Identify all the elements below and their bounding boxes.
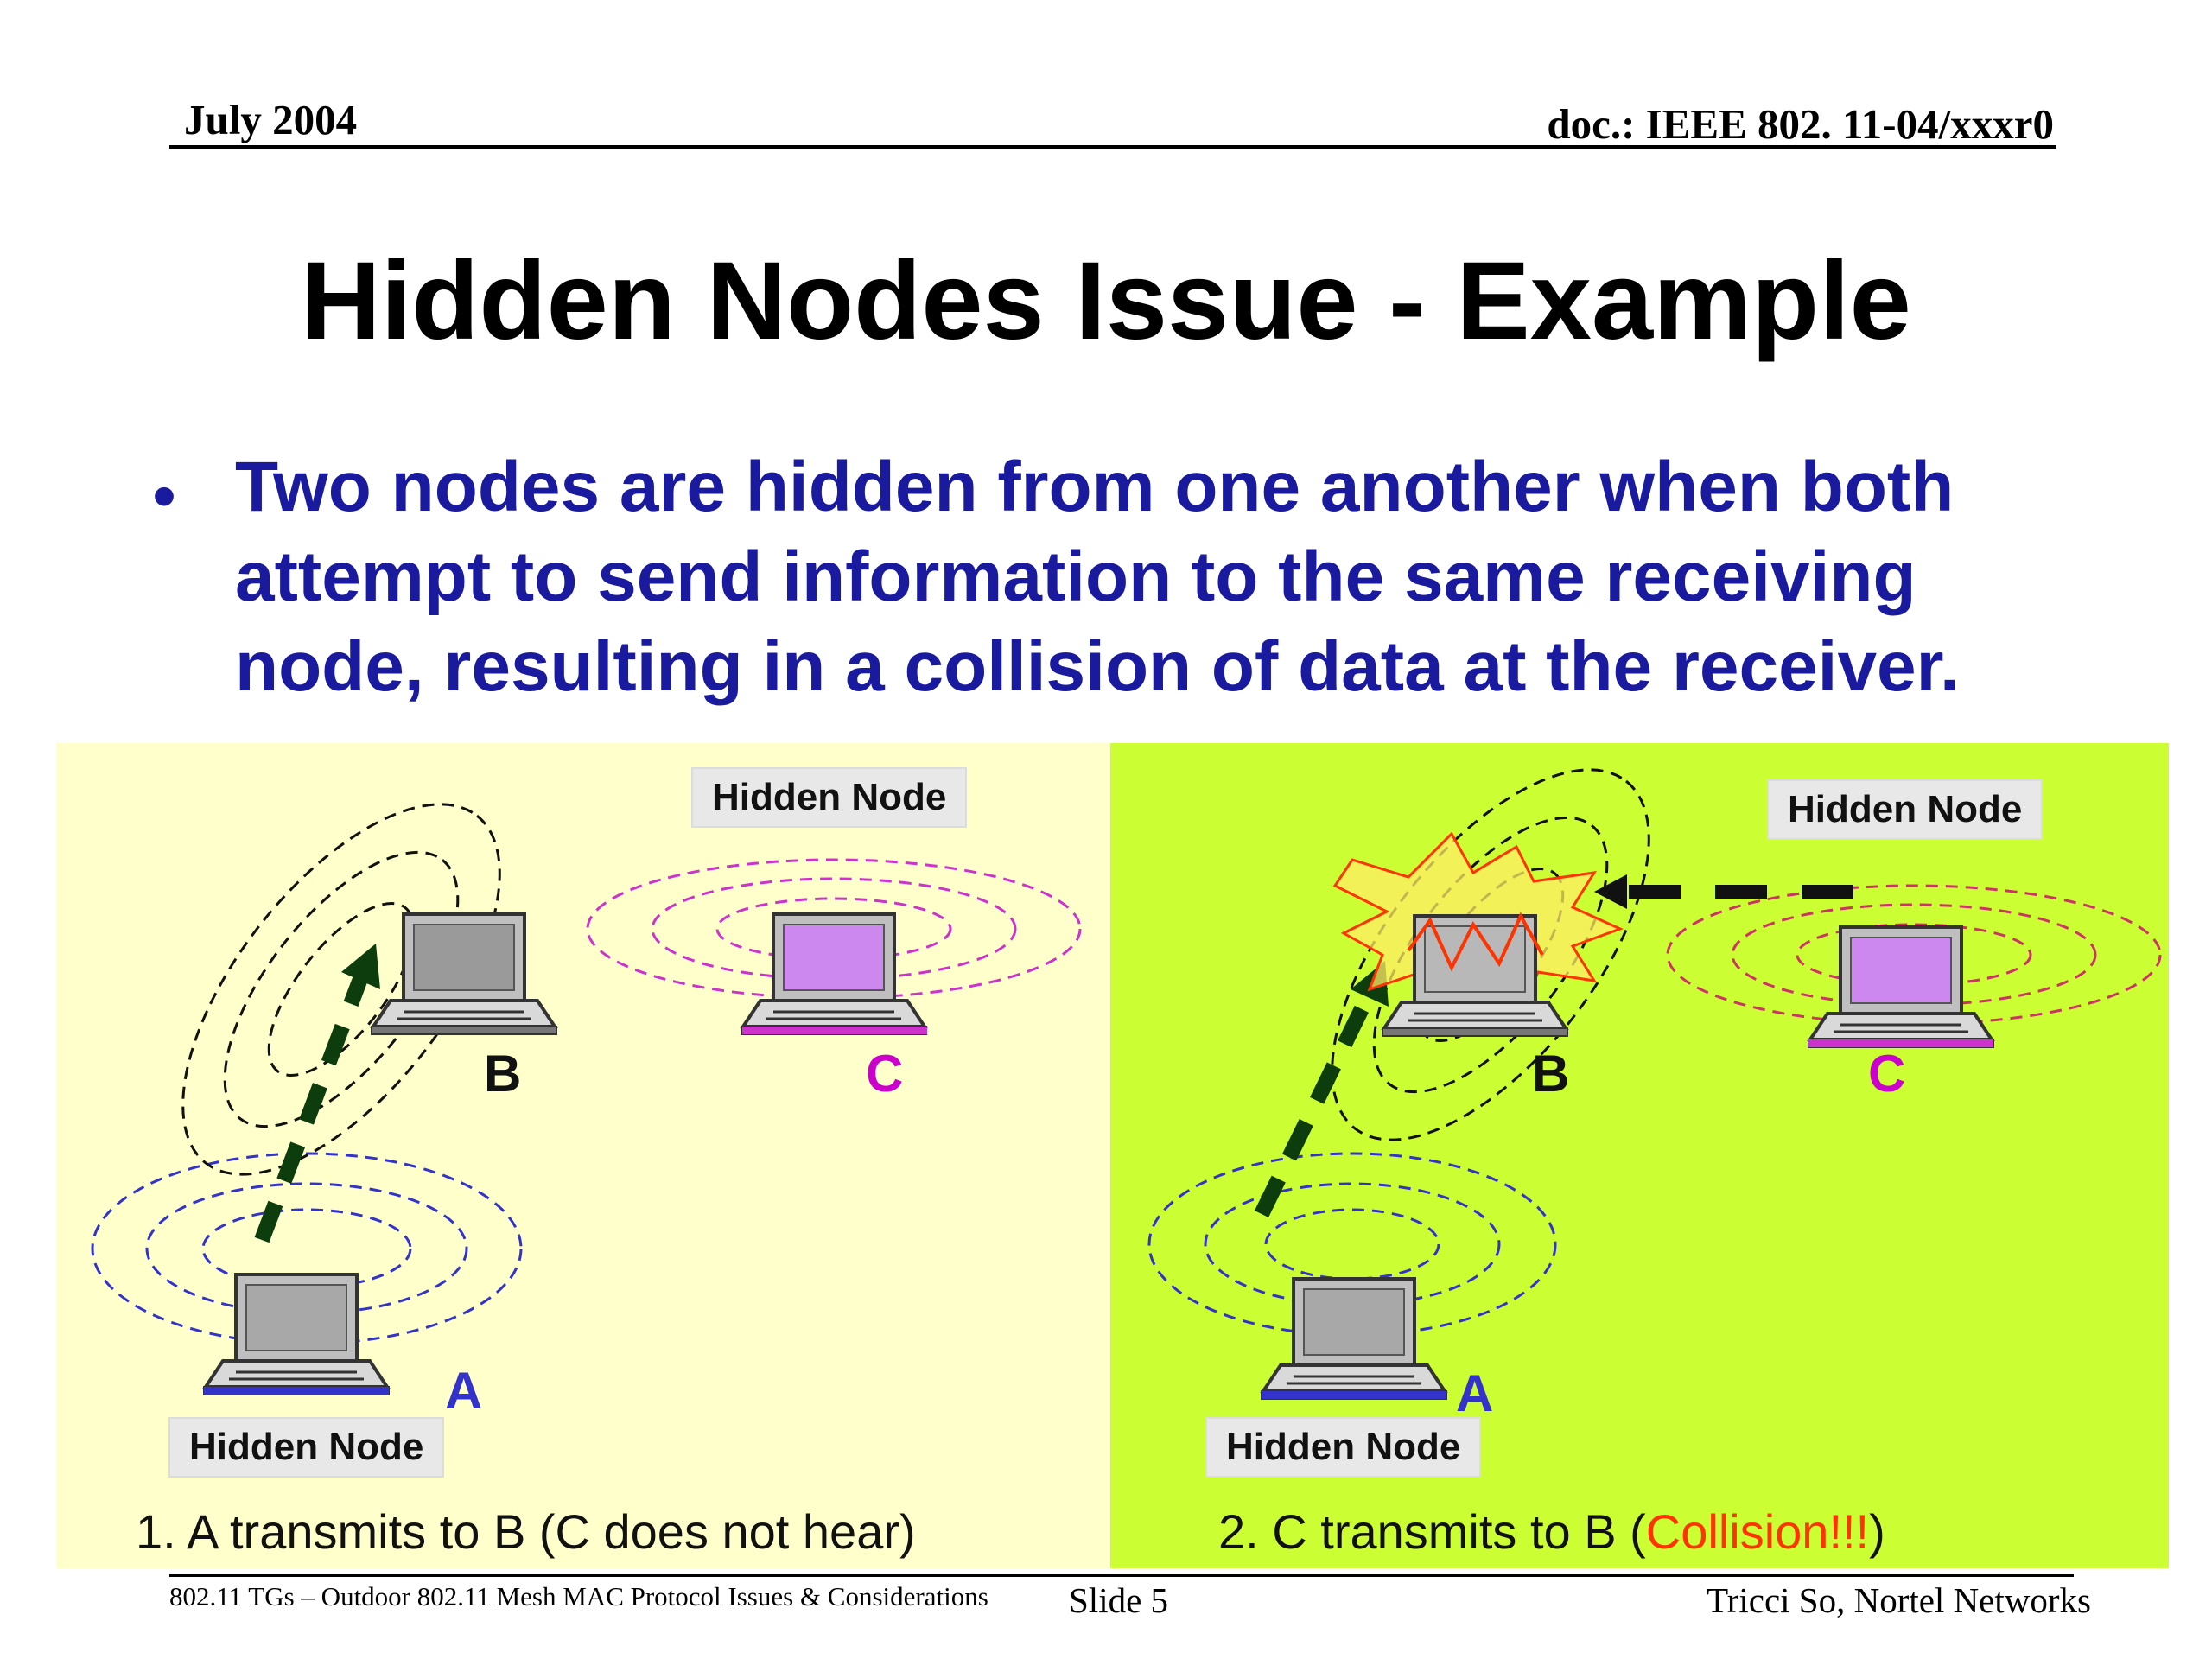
laptop-a-trim (204, 1387, 389, 1395)
node-label-a: A (1456, 1364, 1494, 1422)
node-label-a: A (445, 1362, 483, 1420)
laptop-c-icon (740, 912, 928, 1036)
hidden-node-tag-a: Hidden Node (168, 1417, 445, 1478)
laptop-a-icon (1260, 1277, 1448, 1401)
step-2-caption-prefix: 2. C transmits to B ( (1218, 1504, 1646, 1559)
laptop-a-icon (202, 1273, 391, 1396)
slide-title: Hidden Nodes Issue - Example (301, 239, 1911, 363)
step-2-caption: 2. C transmits to B (Collision!!!) (1218, 1503, 1885, 1560)
laptop-c-trim (742, 1027, 927, 1034)
arrow-c-to-b (1594, 874, 1853, 909)
diagram-panel-step-1: Hidden Node Hidden Node B C A 1. A trans… (56, 743, 1110, 1568)
footer-divider (169, 1574, 2074, 1577)
laptop-a-trim (1262, 1391, 1446, 1399)
header-divider (169, 145, 2056, 149)
arrow-a-to-b (1254, 961, 1389, 1217)
header-doc-id: doc.: IEEE 802. 11-04/xxxr0 (1547, 100, 2054, 148)
node-label-b: B (1532, 1045, 1570, 1103)
hidden-node-tag-a: Hidden Node (1205, 1417, 1482, 1478)
node-label-c: C (1868, 1045, 1906, 1103)
arrow-a-to-b (254, 944, 380, 1243)
laptop-c-icon (1807, 925, 1995, 1049)
bullet-marker: • (152, 457, 177, 534)
footer-doc-title: 802.11 TGs – Outdoor 802.11 Mesh MAC Pro… (169, 1581, 988, 1611)
collision-zigzag (1407, 912, 1544, 972)
collision-highlight: Collision!!! (1645, 1504, 1870, 1559)
hidden-node-tag-c: Hidden Node (1767, 779, 2044, 840)
laptop-c-trim (1808, 1039, 1993, 1047)
step-2-caption-suffix: ) (1869, 1504, 1885, 1559)
header-date: July 2004 (184, 96, 358, 143)
hidden-node-tag-c: Hidden Node (691, 767, 968, 828)
node-label-c: C (866, 1045, 904, 1103)
footer-author: Tricci So, Nortel Networks (1707, 1580, 2091, 1620)
step-1-drawing (91, 803, 1082, 1396)
node-label-b: B (484, 1045, 522, 1103)
laptop-b-icon (370, 912, 558, 1036)
footer-slide-number: Slide 5 (1069, 1580, 1169, 1620)
step-1-caption: 1. A transmits to B (C does not hear) (136, 1504, 916, 1559)
step-2-drawing (1147, 768, 2162, 1401)
diagram-panel-step-2: Hidden Node Hidden Node B C A 2. C trans… (1110, 743, 2169, 1568)
bullet-text: Two nodes are hidden from one another wh… (235, 448, 1960, 706)
